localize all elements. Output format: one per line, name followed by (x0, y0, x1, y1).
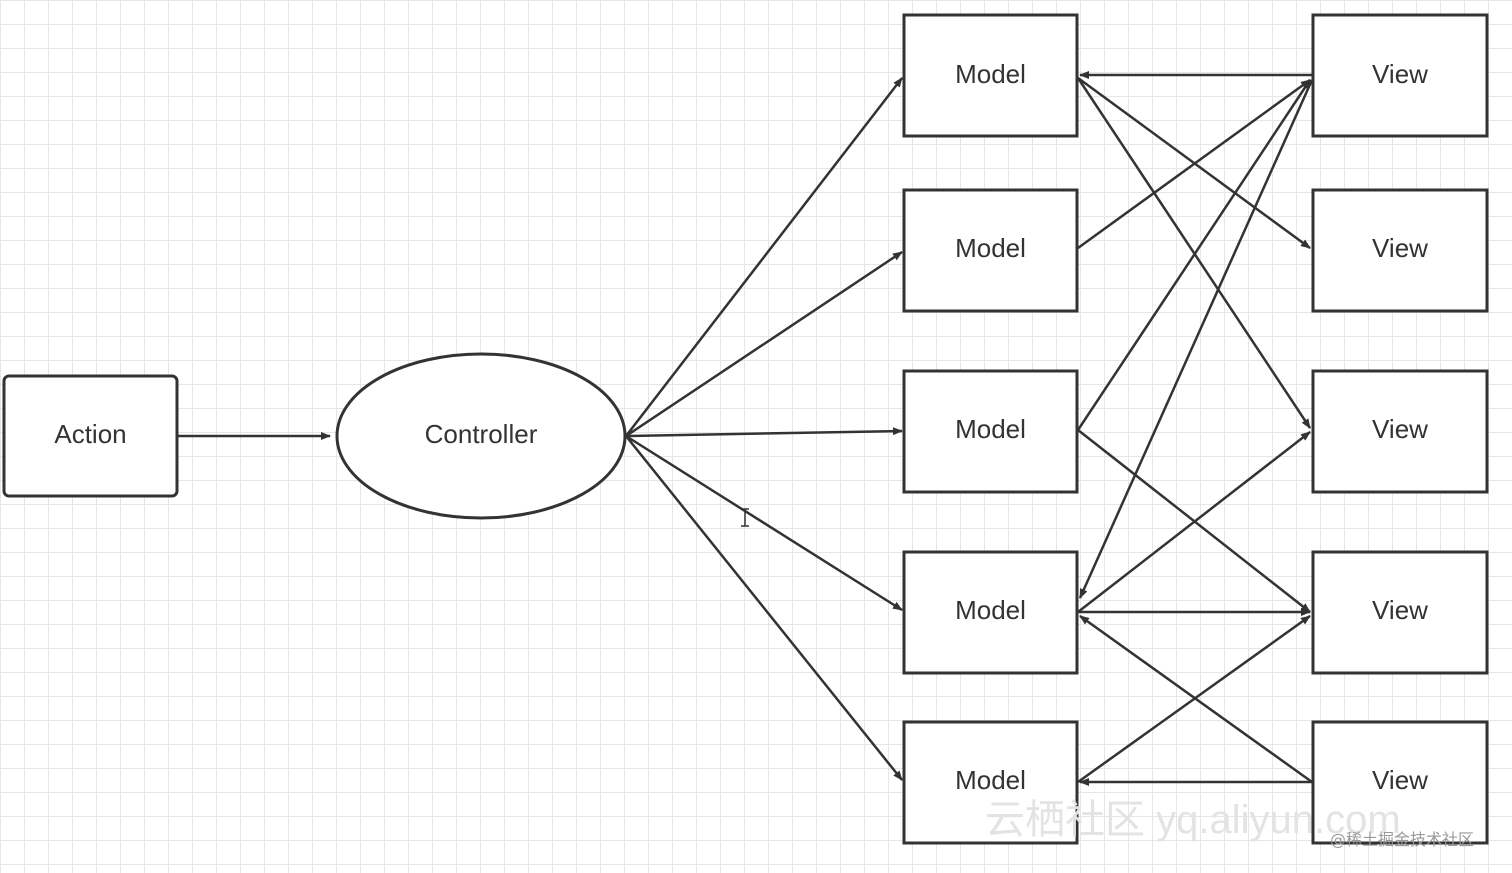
edge-model-4-view-3 (1077, 431, 1311, 613)
watermark-text: 云栖社区 yq.aliyun.com (985, 798, 1401, 842)
edge-controller-model-3 (625, 427, 903, 438)
view-node: View (1311, 550, 1489, 675)
model-node: Model (902, 188, 1079, 313)
view-label: View (1372, 233, 1428, 263)
view-label: View (1372, 595, 1428, 625)
controller-node: Controller (335, 352, 627, 520)
view-node: View (1311, 13, 1489, 138)
edge-model-3-view-1 (1076, 79, 1312, 431)
edge-controller-model-2 (625, 250, 903, 438)
view-node: View (1311, 369, 1489, 494)
action-node: Action (2, 374, 179, 498)
model-label: Model (955, 595, 1026, 625)
model-label: Model (955, 765, 1026, 795)
view-node: View (1311, 188, 1489, 313)
edge-model-5-view-4 (1077, 614, 1311, 784)
model-node: Model (902, 369, 1079, 494)
model-label: Model (955, 414, 1026, 444)
action-label: Action (54, 419, 126, 449)
edge-controller-model-1 (625, 77, 903, 437)
view-label: View (1372, 59, 1428, 89)
model-node: Model (902, 13, 1079, 138)
edge-controller-model-4 (625, 434, 903, 612)
model-label: Model (955, 233, 1026, 263)
controller-label: Controller (425, 419, 538, 449)
model-node: Model (902, 720, 1079, 845)
edge-controller-model-5 (625, 435, 903, 781)
view-label: View (1372, 765, 1428, 795)
model-node: Model (902, 550, 1079, 675)
edge-model-2-view-1 (1077, 78, 1311, 250)
view-label: View (1372, 414, 1428, 444)
edge-view-1-model-4 (1078, 79, 1314, 599)
view-node: View (1311, 720, 1489, 845)
text-cursor-icon (741, 508, 749, 527)
model-label: Model (955, 59, 1026, 89)
credit-text: @稀土掘金技术社区 (1330, 830, 1474, 849)
edges (178, 71, 1314, 786)
